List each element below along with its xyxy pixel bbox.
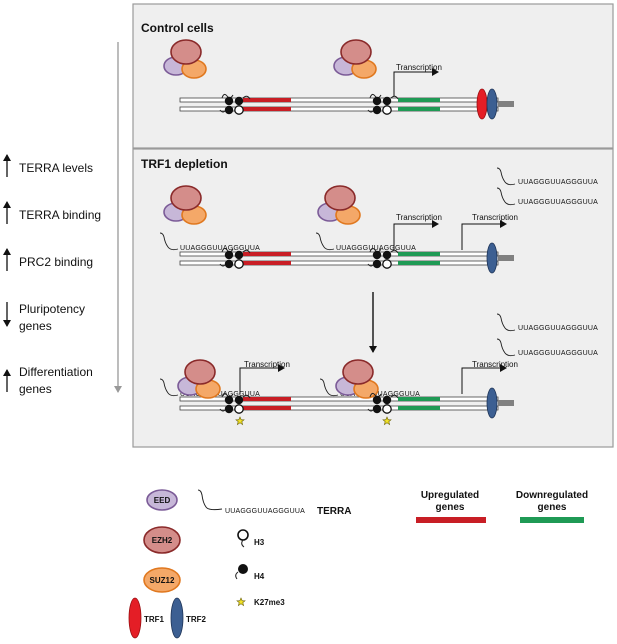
side-effects-list: TERRA levels TERRA binding PRC2 binding … — [3, 154, 101, 396]
trf1-chromatin-bottom: UUAGGGUUAGGGUUA UUAGGGUUAGGGUUA Transcri… — [159, 313, 598, 425]
svg-text:genes: genes — [19, 382, 52, 396]
svg-text:Pluripotency: Pluripotency — [19, 302, 85, 316]
downregulated-gene-segment — [398, 98, 440, 102]
trf2-protein — [486, 387, 498, 419]
transcription-label: Transcription — [244, 360, 290, 369]
svg-text:genes: genes — [436, 502, 465, 513]
svg-text:TRF1: TRF1 — [144, 615, 165, 624]
transcription-arrow — [393, 220, 439, 250]
svg-text:PRC2 binding: PRC2 binding — [19, 255, 93, 269]
legend: EED EZH2 SUZ12 TRF1 TRF2 UUAGGGUUAGGGUUA… — [128, 489, 588, 639]
terra-sequence: UUAGGGUUAGGGUUA — [180, 391, 260, 398]
legend-suz12: SUZ12 — [143, 567, 181, 593]
legend-k27me3: K27me3 — [236, 597, 285, 607]
svg-text:K27me3: K27me3 — [254, 598, 285, 607]
transcription-arrow — [393, 68, 439, 96]
svg-text:EED: EED — [154, 496, 171, 505]
terra-transcript: UUAGGGUUAGGGUUA — [518, 350, 598, 357]
legend-terra: UUAGGGUUAGGGUUA TERRA — [197, 489, 351, 517]
terra-transcript: UUAGGGUUAGGGUUA — [518, 179, 598, 186]
trf2-protein — [486, 88, 498, 120]
effect-pluripotency-genes: Pluripotency genes — [3, 302, 85, 333]
upregulated-gene-segment — [243, 98, 291, 102]
effect-differentiation-genes: Differentiation genes — [3, 365, 93, 396]
transcription-label: Transcription — [396, 63, 442, 72]
legend-h4: H4 — [235, 564, 265, 581]
control-chromatin: Transcription — [163, 39, 514, 120]
svg-text:genes: genes — [538, 502, 567, 513]
svg-text:TERRA: TERRA — [317, 506, 351, 517]
transcription-label: Transcription — [396, 213, 442, 222]
legend-downregulated: Downregulated genes — [516, 490, 588, 523]
svg-text:Upregulated: Upregulated — [421, 490, 479, 501]
svg-text:H4: H4 — [254, 572, 265, 581]
transcription-label: Transcription — [472, 360, 518, 369]
transcription-arrow — [239, 364, 285, 394]
trf2-protein — [486, 242, 498, 274]
svg-text:TERRA binding: TERRA binding — [19, 208, 101, 222]
terra-sequence: UUAGGGUUAGGGUUA — [180, 245, 260, 252]
trf1-panel-title: TRF1 depletion — [141, 157, 228, 171]
svg-text:H3: H3 — [254, 538, 265, 547]
terra-transcript: UUAGGGUUAGGGUUA — [518, 325, 598, 332]
svg-text:EZH2: EZH2 — [152, 536, 173, 545]
svg-text:genes: genes — [19, 319, 52, 333]
transcription-arrow — [461, 220, 507, 250]
terra-sequence: UUAGGGUUAGGGUUA — [340, 391, 420, 398]
effect-terra-binding: TERRA binding — [3, 201, 101, 224]
effect-terra-levels: TERRA levels — [3, 154, 93, 177]
control-panel-title: Control cells — [141, 21, 214, 35]
control-panel — [132, 3, 614, 149]
svg-text:Downregulated: Downregulated — [516, 490, 588, 501]
svg-text:TRF2: TRF2 — [186, 615, 207, 624]
legend-upregulated: Upregulated genes — [416, 490, 486, 523]
transcription-label: Transcription — [472, 213, 518, 222]
terra-sequence: UUAGGGUUAGGGUUA — [336, 245, 416, 252]
svg-text:TERRA levels: TERRA levels — [19, 161, 93, 175]
trf1-chromatin-top: UUAGGGUUAGGGUUA UUAGGGUUAGGGUUA Transcri… — [159, 167, 598, 274]
legend-trf1: TRF1 — [128, 597, 165, 639]
legend-ezh2: EZH2 — [143, 526, 181, 554]
svg-text:Differentiation: Differentiation — [19, 365, 93, 379]
effect-prc2-binding: PRC2 binding — [3, 248, 93, 271]
legend-trf2: TRF2 — [170, 597, 207, 639]
svg-text:UUAGGGUUAGGGUUA: UUAGGGUUAGGGUUA — [225, 508, 305, 515]
legend-eed: EED — [146, 489, 178, 511]
transcription-arrow — [461, 364, 507, 394]
trf1-protein — [476, 88, 488, 120]
legend-h3: H3 — [237, 529, 265, 548]
svg-text:SUZ12: SUZ12 — [150, 576, 175, 585]
terra-transcript: UUAGGGUUAGGGUUA — [518, 199, 598, 206]
